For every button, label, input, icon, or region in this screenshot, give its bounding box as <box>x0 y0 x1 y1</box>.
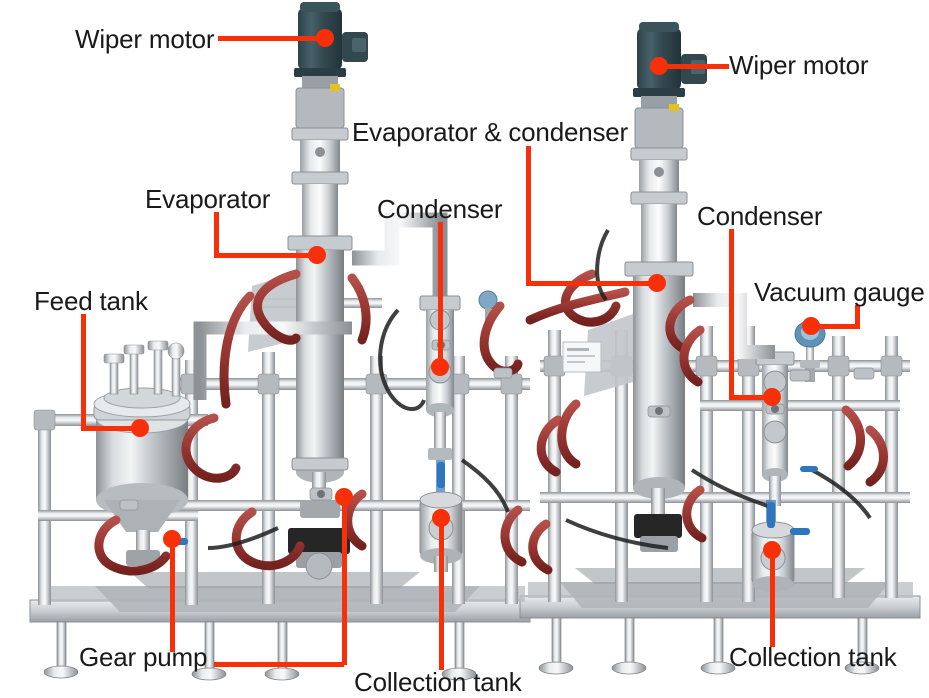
callout-dot-condenser-left[interactable] <box>431 358 449 376</box>
callout-label-feed-tank: Feed tank <box>34 286 148 316</box>
callout-label-evaporator-left: Evaporator <box>145 184 271 214</box>
leader-line-evaporator-and-condenser <box>526 146 531 286</box>
callout-dot-feed-tank[interactable] <box>131 419 149 437</box>
callout-label-gear-pump: Gear pump <box>79 642 208 672</box>
callout-label-condenser-right: Condenser <box>697 201 823 231</box>
callout-label-evaporator-and-condenser: Evaporator & condenser <box>352 117 628 147</box>
leader-line-evaporator-left <box>214 253 319 258</box>
callout-dot-evaporator-left[interactable] <box>308 246 326 264</box>
callout-dot-wiper-motor-right[interactable] <box>650 57 668 75</box>
leader-line-collection-tank-center-leader <box>342 497 347 665</box>
callout-dot-collection-tank-right[interactable] <box>763 541 781 559</box>
callout-dot-collection-tank-center-leader[interactable] <box>335 488 353 506</box>
callout-dot-condenser-right[interactable] <box>763 388 781 406</box>
leader-line-wiper-motor-left <box>218 36 325 41</box>
callout-dot-wiper-motor-left[interactable] <box>316 29 334 47</box>
leader-line-collection-tank-center <box>439 518 444 670</box>
leader-line-evaporator-left <box>214 212 219 258</box>
callout-label-wiper-motor-left: Wiper motor <box>75 24 215 54</box>
leader-line-feed-tank <box>81 314 86 430</box>
leader-line-vacuum-gauge <box>855 305 860 329</box>
leader-line-collection-tank-right <box>770 550 775 647</box>
leader-line-wiper-motor-right <box>659 64 729 69</box>
leader-line-feed-tank <box>81 426 142 431</box>
callout-dot-collection-tank-center[interactable] <box>432 509 450 527</box>
leader-line-condenser-right <box>729 395 774 400</box>
leader-line-condenser-right <box>729 229 734 399</box>
callout-label-condenser-left: Condenser <box>377 194 503 224</box>
callout-dot-evaporator-and-condenser[interactable] <box>648 274 666 292</box>
leader-line-vacuum-gauge <box>811 324 858 329</box>
leader-line-condenser-left <box>438 222 443 369</box>
callout-label-collection-tank-center: Collection tank <box>354 667 522 697</box>
leader-line-collection-tank-center-leader <box>214 662 344 667</box>
callout-dot-vacuum-gauge[interactable] <box>802 317 820 335</box>
callout-label-wiper-motor-right: Wiper motor <box>729 50 869 80</box>
callout-dot-gear-pump[interactable] <box>163 530 181 548</box>
leader-line-evaporator-and-condenser <box>526 281 659 286</box>
leader-line-gear-pump <box>170 539 175 652</box>
callout-label-vacuum-gauge: Vacuum gauge <box>754 277 925 307</box>
callout-label-collection-tank-right: Collection tank <box>729 642 897 672</box>
